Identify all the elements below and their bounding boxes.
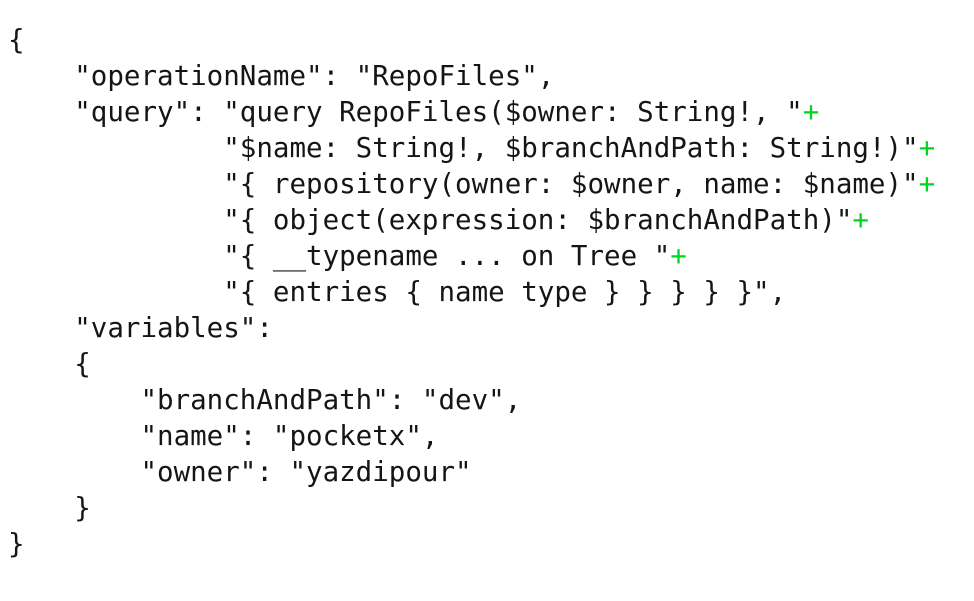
string-concat-plus-operator: + (918, 132, 936, 164)
code-line: "$name: String!, $branchAndPath: String!… (8, 130, 935, 166)
json-code-block: { "operationName": "RepoFiles", "query":… (8, 22, 935, 562)
code-line-text: "name": "pocketx", (8, 420, 439, 452)
code-line-text: "branchAndPath": "dev", (8, 384, 522, 416)
code-line-text: "owner": "yazdipour" (8, 456, 472, 488)
code-line-text: "query": "query RepoFiles($owner: String… (8, 96, 803, 128)
string-concat-plus-operator: + (918, 168, 936, 200)
code-line-text: { (8, 348, 91, 380)
code-line-text: "operationName": "RepoFiles", (8, 60, 555, 92)
string-concat-plus-operator: + (852, 204, 869, 236)
code-line: "variables": (8, 310, 935, 346)
code-line: { (8, 346, 935, 382)
string-concat-plus-operator: + (802, 96, 820, 128)
code-line-text: "{ entries { name type } } } } }", (8, 276, 787, 308)
code-line: } (8, 490, 935, 526)
code-line-text: "$name: String!, $branchAndPath: String!… (8, 132, 919, 164)
code-line: "owner": "yazdipour" (8, 454, 935, 490)
code-line-text: } (8, 528, 25, 560)
code-line: { (8, 22, 935, 58)
code-line: } (8, 526, 935, 562)
code-line-text: "{ __typename ... on Tree " (8, 240, 671, 272)
code-line-text: } (8, 492, 91, 524)
code-line: "branchAndPath": "dev", (8, 382, 935, 418)
code-line-text: "variables": (8, 312, 273, 344)
code-line: "{ __typename ... on Tree "+ (8, 238, 935, 274)
code-line-text: "{ object(expression: $branchAndPath)" (8, 204, 853, 236)
string-concat-plus-operator: + (670, 240, 687, 272)
code-line-text: { (8, 24, 25, 56)
code-line: "{ object(expression: $branchAndPath)"+ (8, 202, 935, 238)
code-line: "name": "pocketx", (8, 418, 935, 454)
code-line: "{ entries { name type } } } } }", (8, 274, 935, 310)
code-line-text: "{ repository(owner: $owner, name: $name… (8, 168, 919, 200)
code-line: "query": "query RepoFiles($owner: String… (8, 94, 935, 130)
code-line: "operationName": "RepoFiles", (8, 58, 935, 94)
code-line: "{ repository(owner: $owner, name: $name… (8, 166, 935, 202)
